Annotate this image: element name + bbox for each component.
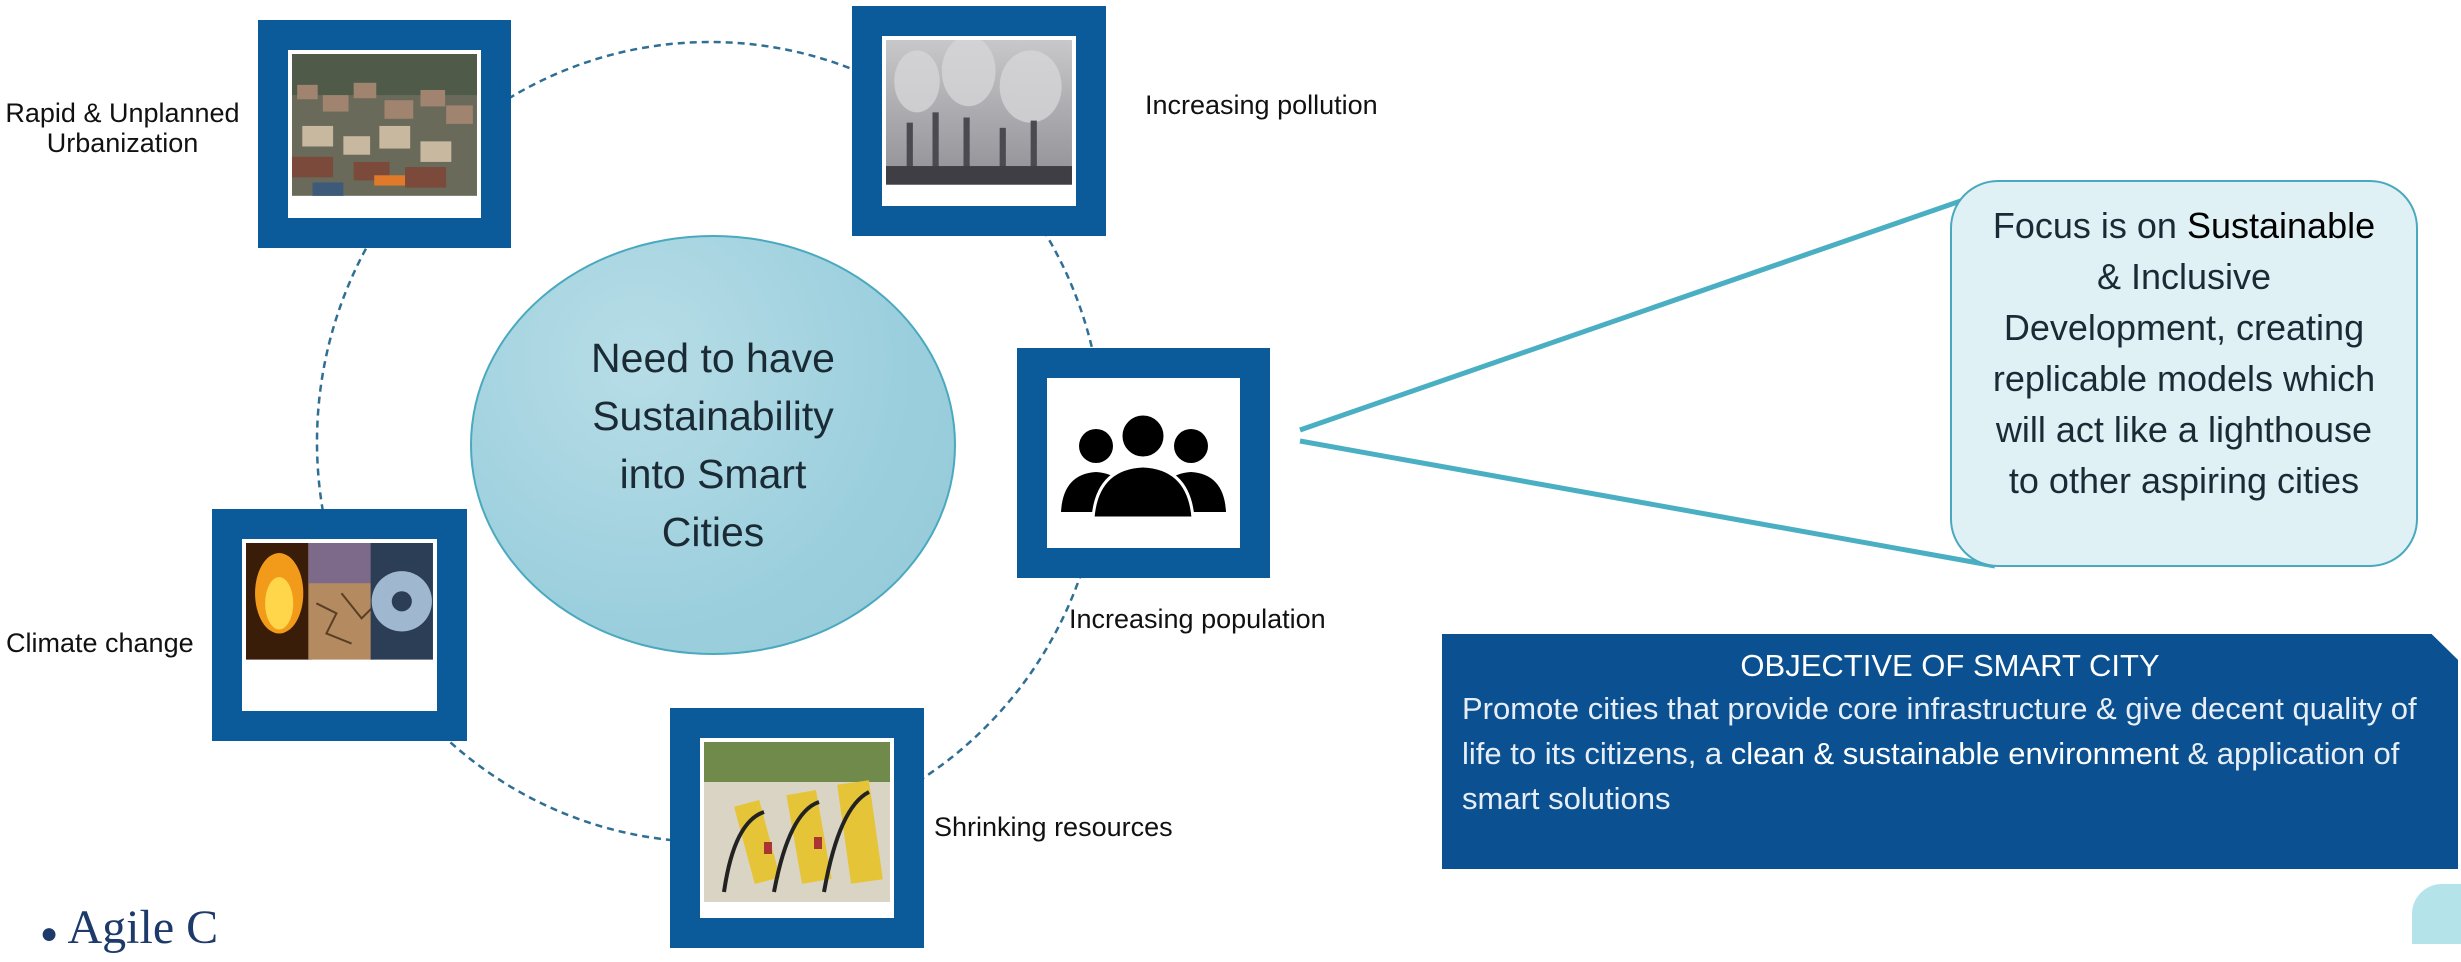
focus-callout: Focus is on Sustainable & Inclusive Deve…	[1950, 180, 2418, 567]
frame-resources-inner	[700, 738, 894, 918]
callout-line-top	[1299, 193, 1976, 433]
label-urbanization: Rapid & Unplanned Urbanization	[0, 98, 245, 158]
focus-text-post: & Inclusive Development, creating replic…	[1992, 256, 2376, 501]
frame-resources	[670, 708, 924, 948]
center-text: Need to have Sustainability into Smart C…	[591, 335, 835, 555]
company-logo: ● Agile C	[40, 900, 218, 962]
label-urbanization-line2: Urbanization	[46, 128, 199, 158]
frame-pollution	[852, 6, 1106, 236]
label-resources: Shrinking resources	[934, 812, 1173, 842]
label-population-line1: Increasing population	[1069, 604, 1326, 634]
corner-decoration	[2412, 884, 2461, 944]
center-ellipse: Need to have Sustainability into Smart C…	[470, 235, 956, 655]
frame-pollution-inner	[882, 36, 1076, 206]
pollution-smokestacks-photo	[886, 40, 1072, 185]
urban-slum-photo	[292, 54, 477, 196]
focus-text-pre: Focus is on	[1992, 205, 2187, 246]
label-resources-line1: Shrinking resources	[934, 812, 1173, 842]
objective-box: OBJECTIVE OF SMART CITY Promote cities t…	[1442, 634, 2458, 869]
objective-body: Promote cities that provide core infrast…	[1462, 686, 2438, 821]
label-pollution: Increasing pollution	[1145, 90, 1378, 120]
frame-population-inner	[1047, 378, 1240, 548]
objective-body-highlight: clean & sustainable environment	[1730, 736, 2179, 771]
climate-collage-photo	[246, 543, 433, 660]
frame-population	[1017, 348, 1270, 578]
frame-urbanization	[258, 20, 511, 248]
focus-text-strong: Sustainable	[2186, 205, 2376, 246]
label-pollution-line1: Increasing pollution	[1145, 90, 1378, 120]
frame-climate-inner	[242, 539, 437, 711]
logo-text: Agile C	[67, 901, 219, 954]
label-climate: Climate change	[6, 628, 194, 658]
frame-urbanization-inner	[288, 50, 481, 218]
label-climate-line1: Climate change	[6, 628, 194, 658]
logo-mark-icon: ●	[40, 917, 59, 950]
objective-title: OBJECTIVE OF SMART CITY	[1740, 648, 2160, 683]
objective-body-post: & application of smart solutions	[1462, 736, 2400, 816]
callout-line-bottom	[1299, 438, 1996, 569]
label-urbanization-line1: Rapid & Unplanned	[5, 98, 240, 128]
frame-climate	[212, 509, 467, 741]
fuel-pumps-photo	[704, 742, 890, 902]
people-group-icon	[1061, 412, 1226, 520]
objective-body-pre: Promote cities that provide core infrast…	[1462, 691, 2417, 771]
label-population: Increasing population	[1069, 604, 1326, 634]
